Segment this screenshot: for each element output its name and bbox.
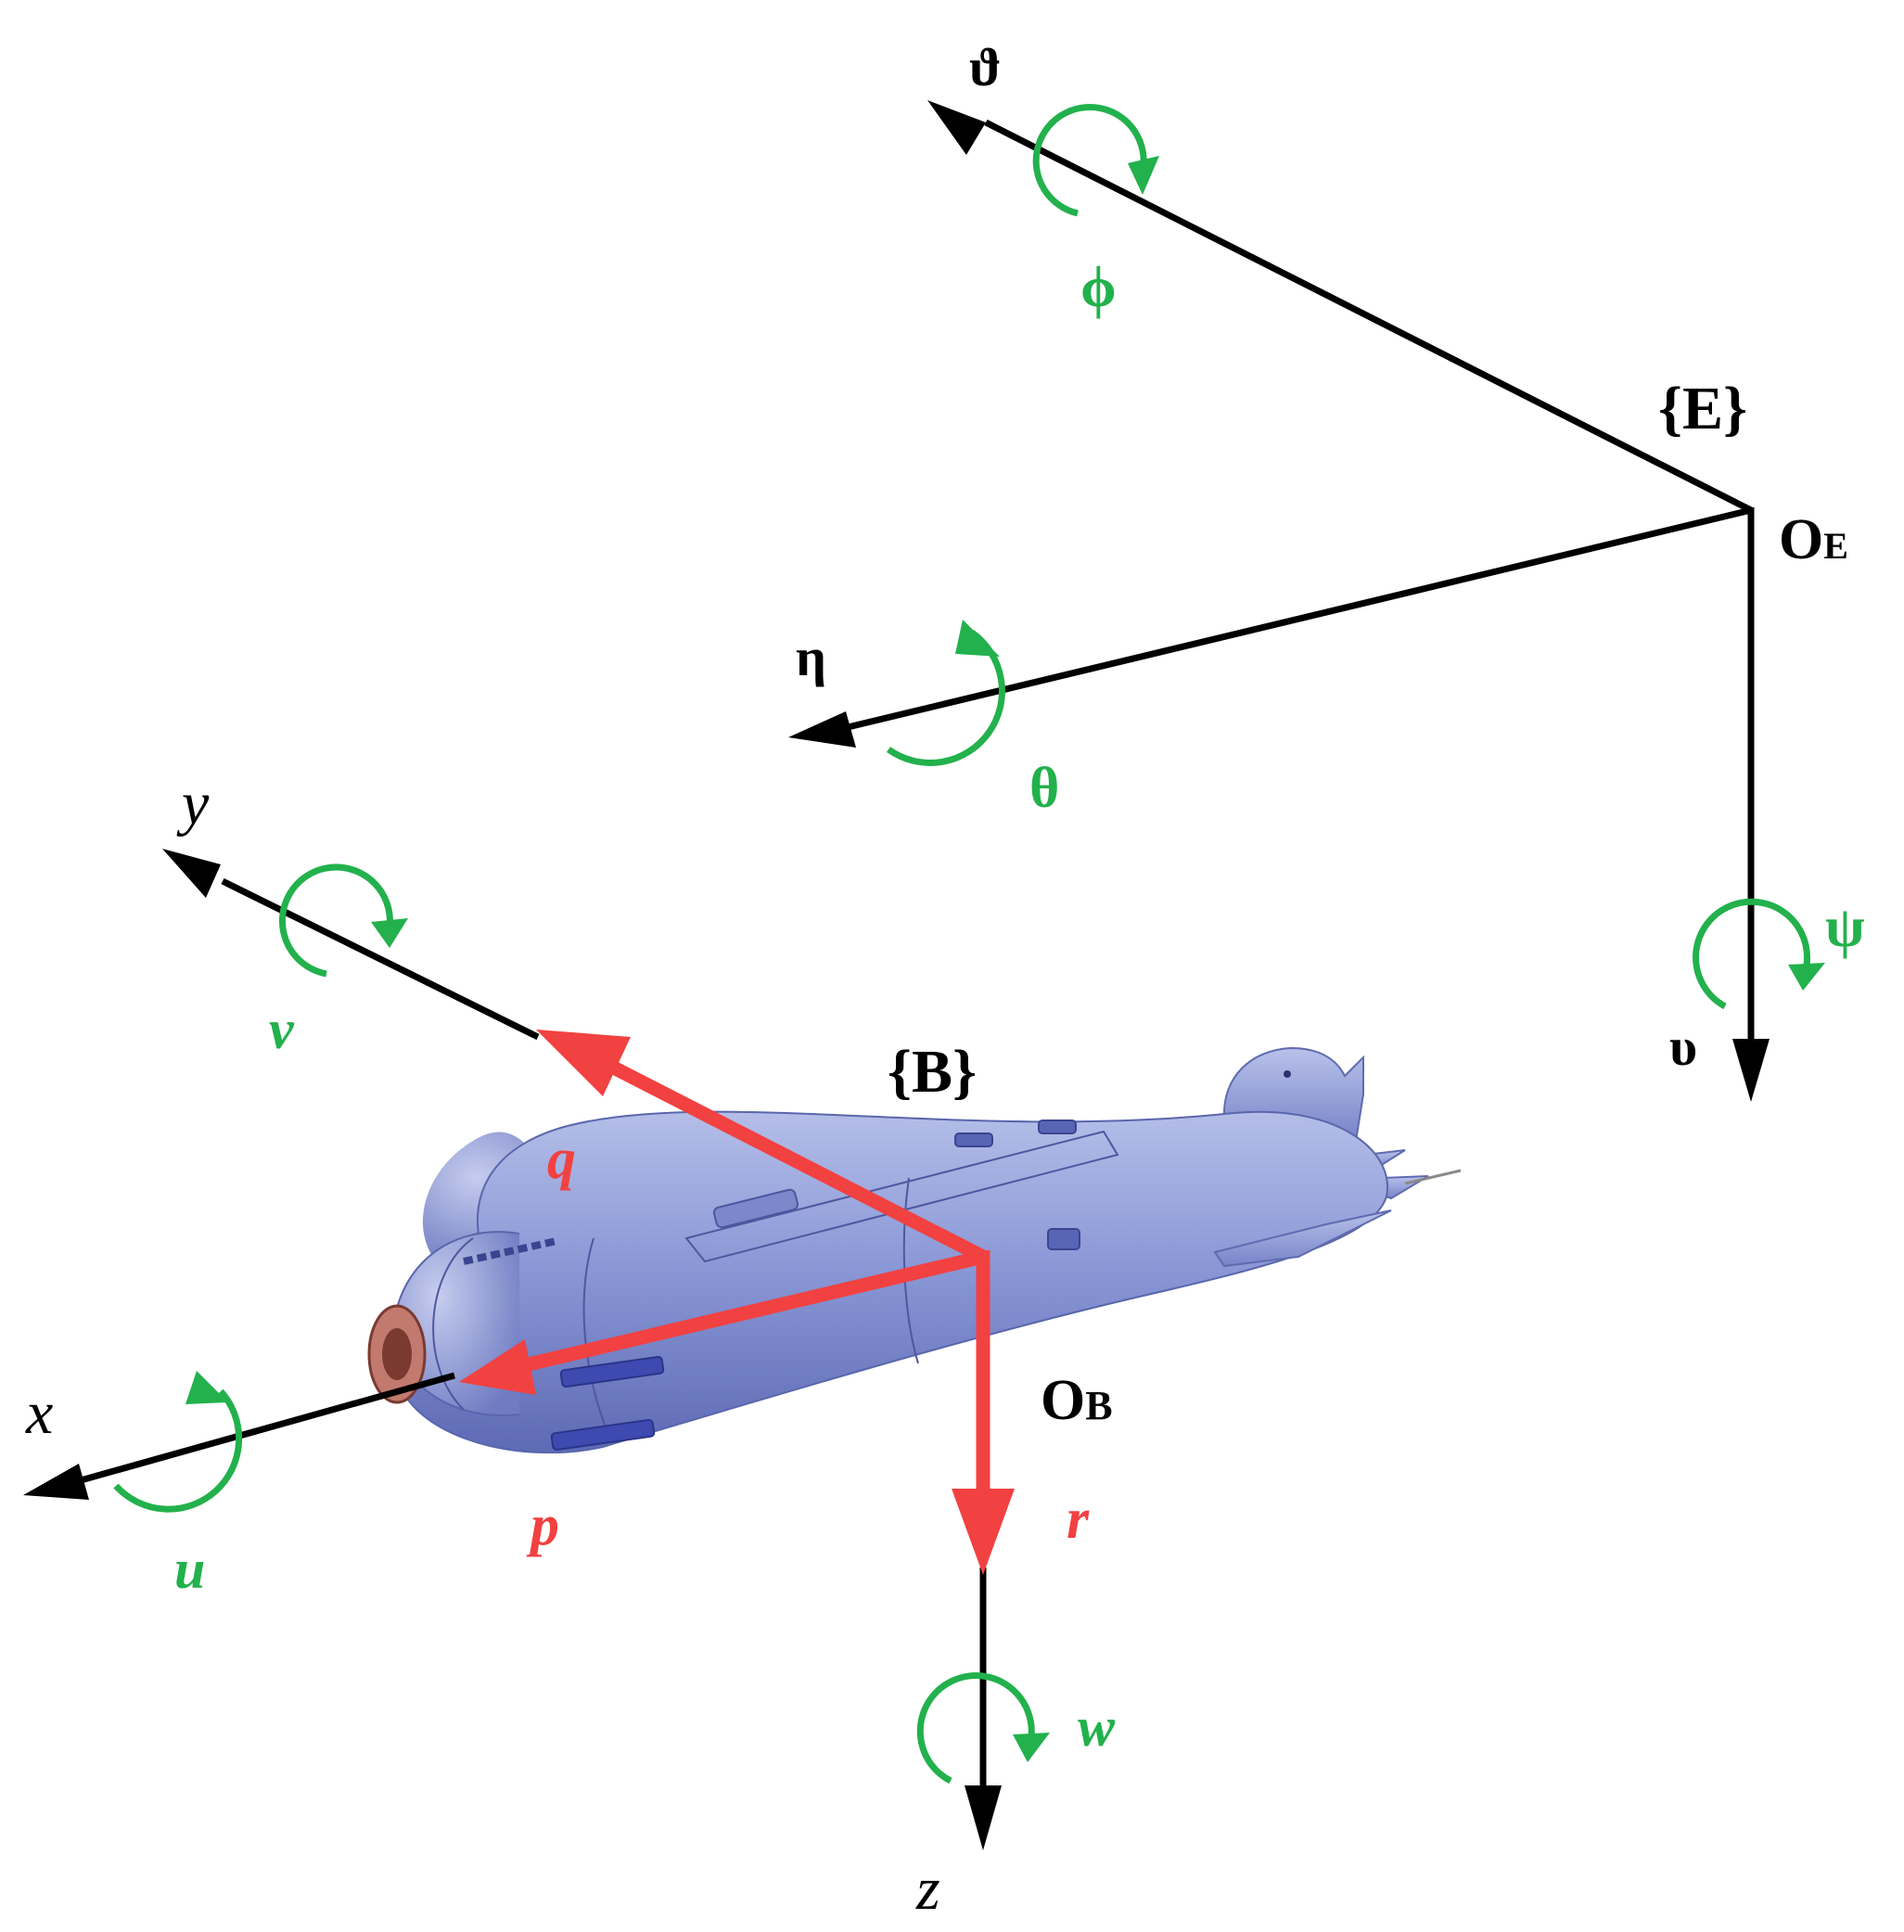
rate-q-arrowhead bbox=[536, 1030, 631, 1096]
body-angular-rates bbox=[459, 1030, 1015, 1575]
earth-axis-down-arrowhead bbox=[1732, 1039, 1770, 1102]
hull-seam-front bbox=[582, 1237, 613, 1443]
earth-roll-label: ϕ bbox=[1080, 256, 1117, 319]
top-vent-2 bbox=[1038, 1120, 1077, 1134]
fin-sensor bbox=[1284, 1070, 1291, 1078]
rate-p-line bbox=[499, 1249, 985, 1378]
body-labels: y x z v u w q p r {B} OB bbox=[25, 770, 1116, 1923]
body-axis-y-line bbox=[221, 877, 540, 1041]
nose-sensor-center bbox=[382, 1328, 412, 1380]
side-grille-lower bbox=[550, 1418, 656, 1452]
earth-yaw-rotation-arrowhead bbox=[1788, 963, 1825, 991]
earth-roll-rotation-arrowhead bbox=[1128, 156, 1159, 195]
body-axis-z-label: z bbox=[915, 1855, 940, 1923]
earth-frame-label: {E} bbox=[1658, 375, 1747, 442]
nose-top-grille bbox=[463, 1237, 557, 1265]
earth-yaw-label: ψ bbox=[1825, 896, 1865, 959]
earth-axis-north-line bbox=[984, 119, 1753, 514]
body-w-rotation-arrowhead bbox=[1013, 1733, 1050, 1762]
earth-axis-down-label: υ bbox=[1669, 1017, 1697, 1077]
top-vent-1 bbox=[954, 1132, 993, 1147]
body-v-rotation-arrowhead bbox=[371, 918, 408, 948]
body-origin-label: OB bbox=[1041, 1369, 1113, 1432]
body-axis-y-label: y bbox=[176, 770, 210, 838]
earth-yaw-rotation-icon bbox=[1693, 898, 1810, 1010]
earth-frame: ϑ η υ ϕ θ ψ {E} OE bbox=[788, 37, 1865, 1102]
rate-q-line bbox=[590, 1051, 987, 1263]
earth-pitch-label: θ bbox=[1029, 757, 1059, 820]
rate-q-label: q bbox=[547, 1128, 576, 1191]
earth-pitch-rotation-icon bbox=[886, 630, 1005, 766]
rate-p-arrowhead bbox=[459, 1339, 536, 1395]
earth-axis-east-line bbox=[843, 506, 1752, 732]
body-rotations bbox=[113, 864, 1050, 1785]
velocity-w-label: w bbox=[1078, 1696, 1116, 1758]
body-axis-x-arrowhead bbox=[23, 1464, 89, 1500]
side-grille-upper bbox=[559, 1355, 665, 1388]
velocity-u-label: u bbox=[174, 1539, 205, 1600]
top-hatch bbox=[712, 1188, 799, 1229]
earth-axis-north-label: ϑ bbox=[969, 37, 1002, 97]
earth-origin-label: OE bbox=[1779, 508, 1848, 571]
earth-axis-east-arrowhead bbox=[788, 711, 856, 748]
velocity-v-label: v bbox=[269, 999, 295, 1060]
rate-r-label: r bbox=[1067, 1488, 1090, 1551]
tail-antenna bbox=[1404, 1169, 1462, 1185]
body-u-rotation-icon bbox=[113, 1388, 243, 1513]
body-axis-x-label: x bbox=[25, 1379, 53, 1447]
body-v-rotation-icon bbox=[278, 864, 393, 978]
side-port bbox=[1047, 1228, 1080, 1250]
body-axis-y-arrowhead bbox=[162, 849, 221, 898]
side-wing bbox=[1213, 1209, 1392, 1268]
earth-axis-north-arrowhead bbox=[927, 100, 986, 155]
body-axis-z-arrowhead bbox=[965, 1785, 1002, 1850]
body-x-axis bbox=[23, 1372, 455, 1500]
body-w-rotation-icon bbox=[916, 1672, 1035, 1785]
body-frame-label: {B} bbox=[888, 1038, 977, 1106]
rate-r-arrowhead bbox=[952, 1489, 1015, 1575]
top-panel bbox=[684, 1130, 1119, 1263]
nose-ring bbox=[432, 1237, 474, 1411]
body-u-rotation-arrowhead bbox=[185, 1371, 228, 1404]
rate-p-label: p bbox=[526, 1494, 559, 1557]
earth-roll-rotation-icon bbox=[1032, 104, 1147, 217]
earth-pitch-rotation-arrowhead bbox=[955, 620, 1000, 657]
earth-axis-east-label: η bbox=[796, 627, 826, 687]
body-axis-x-line bbox=[73, 1372, 455, 1486]
